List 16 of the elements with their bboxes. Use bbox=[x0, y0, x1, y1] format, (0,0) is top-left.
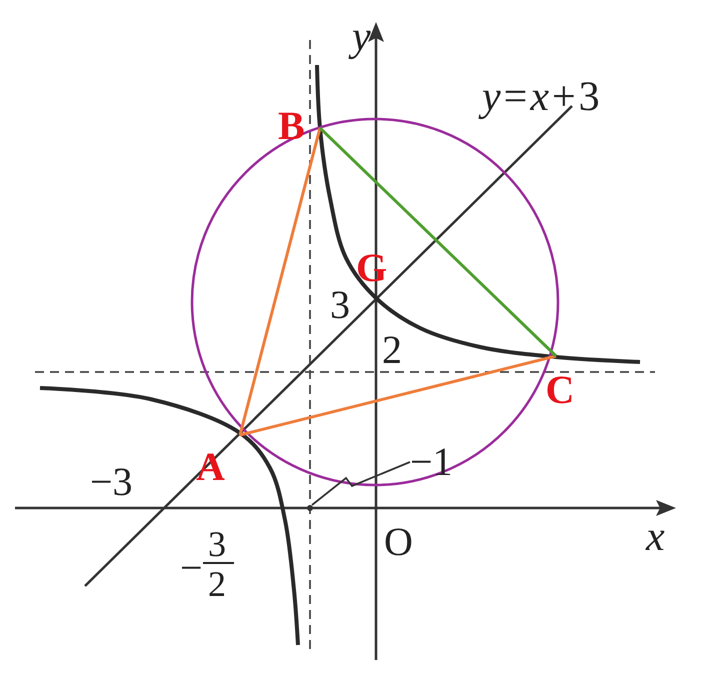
tick-label: −3 bbox=[90, 462, 133, 502]
leader-line bbox=[311, 461, 410, 506]
origin-label: O bbox=[384, 522, 413, 562]
coordinate-label: −1 bbox=[410, 442, 480, 482]
triangle-side bbox=[240, 354, 556, 436]
triangle-side bbox=[238, 128, 322, 436]
point-label: B bbox=[278, 104, 320, 148]
point-label: C bbox=[540, 356, 580, 410]
triangle-side bbox=[318, 126, 558, 358]
tick-label: 2 bbox=[382, 330, 402, 370]
tick-label: 3 bbox=[330, 285, 350, 325]
minus-sign: − bbox=[180, 548, 203, 588]
fraction-numerator: 3 bbox=[208, 526, 226, 562]
axis-point bbox=[307, 505, 313, 511]
axis-label: x bbox=[646, 516, 665, 558]
fraction-denominator: 2 bbox=[208, 566, 226, 602]
